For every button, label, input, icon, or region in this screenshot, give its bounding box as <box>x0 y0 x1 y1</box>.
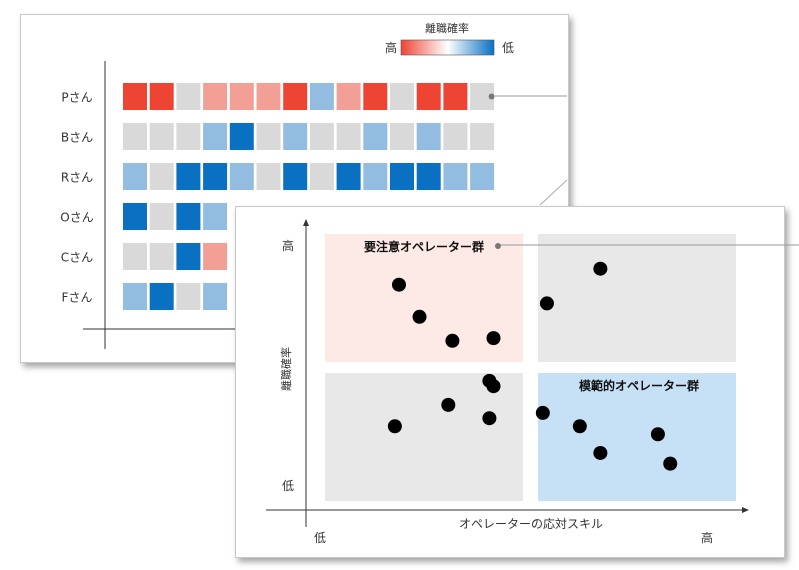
legend-title: 離職確率 <box>425 21 469 35</box>
heatmap-cell <box>283 163 308 190</box>
heatmap-cell <box>203 163 228 190</box>
legend-high-label: 高 <box>385 40 397 55</box>
heatmap-row-label: Rさん <box>61 171 93 185</box>
heatmap-cell <box>256 83 281 110</box>
heatmap-cell <box>123 283 147 310</box>
scatter-point <box>391 277 406 292</box>
heatmap-cell <box>176 123 201 150</box>
legend-low-label: 低 <box>502 41 514 55</box>
y-high-label: 高 <box>282 238 294 253</box>
heatmap-cell <box>203 203 228 230</box>
heatmap-cell <box>416 123 441 150</box>
heatmap-cell <box>176 283 201 310</box>
heatmap-cell <box>309 83 334 110</box>
heatmap-cell <box>176 203 201 230</box>
heatmap-cell <box>149 243 174 270</box>
heatmap-cell <box>149 123 174 150</box>
quadrant-top-right-zone <box>538 234 736 362</box>
heatmap-cell <box>203 83 228 110</box>
heatmap-cell <box>123 163 147 190</box>
heatmap-cell <box>123 243 147 270</box>
scatter-point <box>663 456 678 471</box>
heatmap-cell <box>123 203 147 230</box>
scatter-point <box>593 445 608 460</box>
heatmap-cell <box>390 163 414 190</box>
heatmap-cell <box>390 123 414 150</box>
heatmap-cell <box>283 83 308 110</box>
heatmap-cell <box>176 83 201 110</box>
model-group-label: 模範的オペレーター群 <box>579 378 699 393</box>
x-axis-title: オペレーターの応対スキル <box>459 517 603 531</box>
heatmap-cell <box>123 123 147 150</box>
y-axis-title: 離職確率 <box>279 347 293 391</box>
heatmap-cell <box>149 203 174 230</box>
scatter-point <box>535 405 550 420</box>
heatmap-row-label: Cさん <box>61 251 93 265</box>
heatmap-cell <box>149 283 174 310</box>
x-high-label: 高 <box>701 530 713 545</box>
heatmap-cell <box>363 83 388 110</box>
heatmap-cell <box>443 163 468 190</box>
heatmap-cell <box>443 123 468 150</box>
heatmap-row-label: Fさん <box>62 291 93 305</box>
scatter-point <box>412 309 427 324</box>
scatter-matrix-chart: 高低低高オペレーターの応対スキル離職確率要注意オペレーター群模範的オペレーター群 <box>266 219 749 545</box>
x-low-label: 低 <box>314 531 326 545</box>
scatter-point <box>387 419 402 434</box>
heatmap-marker-dot <box>488 93 495 100</box>
heatmap-cell <box>416 163 441 190</box>
heatmap-cell <box>390 83 414 110</box>
heatmap-cell <box>176 163 201 190</box>
y-low-label: 低 <box>282 479 294 493</box>
caution-group-label: 要注意オペレーター群 <box>364 239 484 254</box>
heatmap-cell <box>149 83 174 110</box>
heatmap-row-label: Bさん <box>61 131 93 145</box>
heatmap-cell <box>283 123 308 150</box>
heatmap-cell <box>256 163 281 190</box>
scatter-point <box>572 419 587 434</box>
heatmap-cell <box>203 243 228 270</box>
quadrant-model-zone <box>538 373 736 501</box>
heatmap-cell <box>203 123 228 150</box>
heatmap-cell <box>149 163 174 190</box>
heatmap-cell <box>229 123 254 150</box>
scatter-point <box>445 333 460 348</box>
heatmap-cell <box>470 123 495 150</box>
heatmap-cell <box>309 123 334 150</box>
scatter-point <box>650 427 665 442</box>
heatmap-cell <box>256 123 281 150</box>
heatmap-cell <box>363 123 388 150</box>
scatter-point <box>482 373 497 388</box>
heatmap-cell <box>229 163 254 190</box>
heatmap-row-label: Pさん <box>61 91 92 105</box>
heatmap-cell <box>470 163 495 190</box>
heatmap-cell <box>443 83 468 110</box>
heatmap-cell <box>309 163 334 190</box>
scatter-point <box>441 397 456 412</box>
heatmap-cell <box>336 83 361 110</box>
heatmap-cell <box>336 123 361 150</box>
heatmap-cell <box>229 83 254 110</box>
legend-gradient-bar <box>400 39 495 56</box>
heatmap-row-label: Oさん <box>60 211 93 225</box>
caution-marker-dot <box>495 243 501 249</box>
scatter-point <box>486 331 501 346</box>
heatmap-cell <box>336 163 361 190</box>
heatmap-cell <box>203 283 228 310</box>
scatter-matrix-card: 高低低高オペレーターの応対スキル離職確率要注意オペレーター群模範的オペレーター群 <box>235 206 785 558</box>
heatmap-cell <box>123 83 147 110</box>
scatter-point <box>482 411 497 426</box>
scatter-point <box>593 261 608 276</box>
heatmap-cell <box>176 243 201 270</box>
scatter-point <box>539 296 554 311</box>
heatmap-cell <box>416 83 441 110</box>
quadrant-bottom-left-zone <box>325 373 523 501</box>
heatmap-cell <box>363 163 388 190</box>
